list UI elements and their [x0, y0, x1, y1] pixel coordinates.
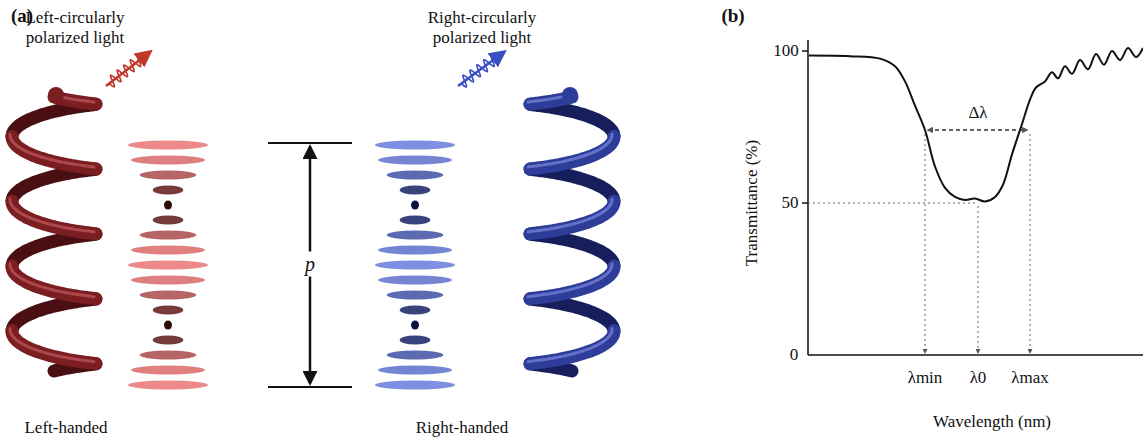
- director-ellipse: [140, 171, 197, 180]
- director-ellipse: [375, 381, 455, 390]
- y-tick: [802, 50, 808, 52]
- director-ellipse: [411, 321, 419, 330]
- director-ellipse: [411, 201, 419, 210]
- director-ellipse: [378, 276, 452, 285]
- wavelength-marker: λ0: [970, 368, 987, 388]
- helix-highlight: [528, 264, 612, 297]
- helix-highlight: [528, 329, 612, 362]
- left-director-stack: [128, 141, 208, 390]
- handedness-label: Right-handed: [416, 418, 509, 438]
- pitch-bracket: [268, 143, 352, 387]
- x-axis: [808, 354, 1143, 356]
- guide-line: [978, 206, 979, 353]
- wavelength-marker: λmax: [1011, 368, 1049, 388]
- pitch-tick: [268, 142, 352, 144]
- director-ellipse: [400, 306, 431, 315]
- transmittance-curve: [809, 48, 1143, 202]
- helix-back: [12, 234, 96, 266]
- director-ellipse: [131, 276, 205, 285]
- tick-label: 50: [782, 193, 799, 213]
- axis-title: Transmittance (%): [742, 140, 762, 266]
- director-ellipse: [128, 261, 208, 270]
- director-ellipse: [375, 261, 455, 270]
- y-axis: [807, 40, 809, 355]
- tick-label: 0: [790, 345, 799, 365]
- director-ellipse: [378, 246, 452, 255]
- light-caption: Left-circularly polarized light: [5, 8, 145, 47]
- director-ellipse: [387, 291, 444, 300]
- guide-line: [808, 203, 976, 204]
- light-caption: Right-circularly polarized light: [412, 8, 552, 47]
- helix-highlight: [10, 134, 94, 167]
- pitch-symbol: p: [302, 252, 318, 277]
- transmittance-chart: [802, 40, 1143, 355]
- helix-highlight: [10, 264, 94, 297]
- director-ellipse: [375, 141, 455, 150]
- helix-back: [530, 234, 614, 266]
- helix-end: [48, 87, 64, 103]
- pitch-tick: [268, 386, 352, 388]
- director-ellipse: [387, 351, 444, 360]
- director-ellipse: [153, 306, 184, 315]
- director-ellipse: [400, 336, 431, 345]
- director-ellipse: [128, 381, 208, 390]
- director-ellipse: [128, 141, 208, 150]
- helix-highlight: [528, 134, 612, 167]
- director-ellipse: [140, 231, 197, 240]
- director-ellipse: [140, 351, 197, 360]
- right-director-stack: [375, 141, 455, 390]
- left-helix: [10, 87, 96, 371]
- polarization-wave: [109, 55, 142, 87]
- light-arrows: [106, 52, 504, 87]
- helix-highlight: [10, 199, 94, 232]
- director-ellipse: [131, 246, 205, 255]
- director-ellipse: [153, 186, 184, 195]
- wavelength-marker: λmin: [908, 368, 943, 388]
- guide-line: [1030, 134, 1031, 353]
- director-ellipse: [400, 186, 431, 195]
- light-direction: [106, 52, 150, 86]
- polarization-wave: [461, 55, 496, 87]
- axis-title: Wavelength (nm): [933, 412, 1051, 432]
- guide-line: [925, 134, 926, 353]
- director-ellipse: [131, 156, 205, 165]
- director-ellipse: [387, 231, 444, 240]
- helix-highlight: [528, 199, 612, 232]
- director-ellipse: [153, 216, 184, 225]
- director-ellipse: [153, 336, 184, 345]
- bandwidth-arrow: [928, 129, 1027, 130]
- director-ellipse: [131, 366, 205, 375]
- right-helix: [528, 87, 614, 371]
- y-tick: [802, 202, 808, 204]
- handedness-label: Left-handed: [24, 418, 107, 438]
- director-ellipse: [378, 366, 452, 375]
- director-ellipse: [164, 321, 172, 330]
- helix-highlight: [10, 329, 94, 362]
- tick-label: 100: [773, 41, 799, 61]
- helix-end: [562, 87, 578, 103]
- panel-label: (b): [721, 5, 744, 27]
- director-ellipse: [378, 156, 452, 165]
- director-ellipse: [164, 201, 172, 210]
- director-ellipse: [400, 216, 431, 225]
- director-ellipse: [140, 291, 197, 300]
- bandwidth-label: Δλ: [965, 103, 990, 123]
- director-ellipse: [387, 171, 444, 180]
